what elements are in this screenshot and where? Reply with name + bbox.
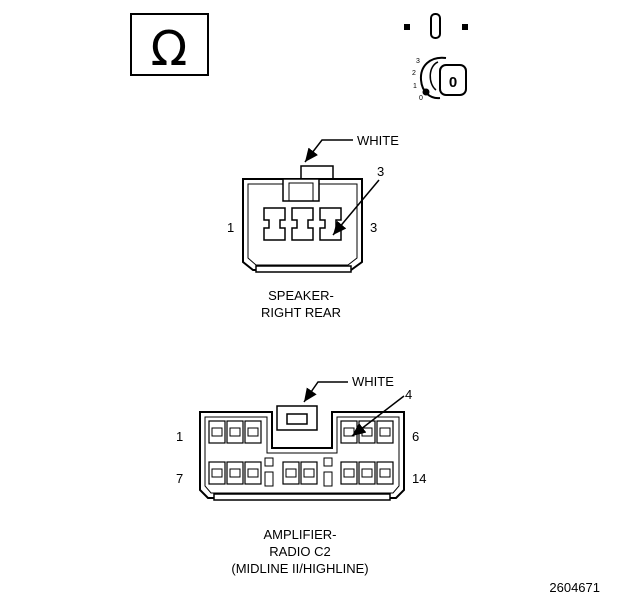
amplifier-pin-bottom-left: 7 [176, 471, 183, 486]
key-position-0: 0 [419, 95, 423, 102]
ohmmeter-icon: Ω [130, 13, 209, 77]
amplifier-pin-top-left: 1 [176, 429, 183, 444]
ohm-symbol: Ω [151, 21, 188, 77]
key-label: 0 [449, 74, 457, 91]
speaker-wire-color-label: WHITE [357, 133, 399, 148]
key-position-3: 3 [416, 58, 420, 65]
key-position-1: 1 [413, 83, 417, 90]
speaker-callout-number: 3 [377, 164, 384, 179]
amplifier-callout-number: 4 [405, 387, 412, 402]
amplifier-wire-color-label: WHITE [352, 374, 394, 389]
speaker-title-line1: SPEAKER- [268, 288, 334, 303]
speaker-title-line2: RIGHT REAR [261, 305, 341, 320]
amplifier-title-line3: (MIDLINE II/HIGHLINE) [231, 561, 368, 576]
speaker-connector: WHITE 3 1 3 SPEAKER- RIGHT REAR [227, 133, 399, 320]
amplifier-cavity-row-top [208, 420, 394, 444]
speaker-cavity [263, 207, 286, 241]
amplifier-pin-top-right: 6 [412, 429, 419, 444]
amplifier-pin-bottom-right: 14 [412, 471, 426, 486]
amplifier-title-line2: RADIO C2 [269, 544, 330, 559]
key-position-2: 2 [412, 70, 416, 77]
figure-number: 2604671 [549, 580, 600, 595]
amplifier-cavity-row-bottom [208, 457, 394, 487]
speaker-pin-right: 3 [370, 220, 377, 235]
speaker-pin-left: 1 [227, 220, 234, 235]
amplifier-connector: WHITE [176, 374, 426, 576]
ignition-key-icon: 3 2 1 0 0 [404, 13, 468, 102]
amplifier-title-line1: AMPLIFIER- [264, 527, 337, 542]
speaker-cavity [291, 207, 314, 241]
